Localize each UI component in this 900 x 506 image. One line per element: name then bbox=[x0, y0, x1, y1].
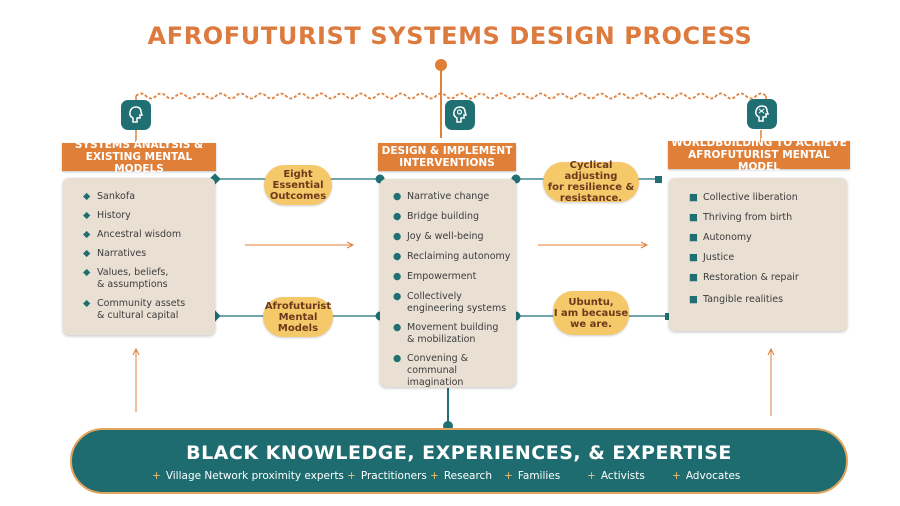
list-item: ●Joy & well-being bbox=[393, 231, 484, 242]
plus-icon: + bbox=[504, 470, 513, 482]
list-item: ◆Sankofa bbox=[83, 191, 136, 202]
item-text: Convening & communal imagination bbox=[407, 353, 469, 388]
list-item: ◆Values, beliefs, & assumptions bbox=[83, 267, 169, 290]
pill-eight-outcomes: Eight Essential Outcomes bbox=[264, 165, 332, 205]
top-wavy-connector bbox=[135, 92, 767, 100]
item-text: Narratives bbox=[97, 248, 147, 259]
list-item: ◆Ancestral wisdom bbox=[83, 229, 182, 240]
list-item: ●Reclaiming autonomy bbox=[393, 251, 511, 262]
list-item: ◆Community assets & cultural capital bbox=[83, 298, 186, 321]
item-text: Tangible realities bbox=[703, 294, 784, 305]
pill-afrofuturist-models: Afrofuturist Mental Models bbox=[263, 297, 333, 337]
header-line: WORLDBUILDING TO ACHIEVE bbox=[671, 137, 847, 149]
banner-item-text: Village Network proximity experts bbox=[165, 470, 344, 482]
header-systems-analysis: SYSTEMS ANALYSIS & EXISTING MENTAL MODEL… bbox=[62, 139, 216, 175]
plus-icon: + bbox=[587, 470, 596, 482]
plus-icon: + bbox=[672, 470, 681, 482]
banner-item-text: Families bbox=[517, 470, 561, 482]
list-item: ◆History bbox=[83, 210, 131, 221]
banner-item: + Advocates bbox=[672, 470, 740, 482]
banner-item: + Practitioners bbox=[347, 470, 427, 482]
panel-systems-analysis: ◆Sankofa ◆History ◆Ancestral wisdom ◆Nar… bbox=[63, 178, 215, 335]
list-item: ●Movement building & mobilization bbox=[393, 322, 499, 345]
list-item: ■Autonomy bbox=[689, 232, 752, 243]
banner-item-text: Research bbox=[443, 470, 492, 482]
item-text: Bridge building bbox=[407, 211, 480, 222]
item-text: Community assets & cultural capital bbox=[97, 298, 186, 321]
banner-item: + Village Network proximity experts bbox=[152, 470, 344, 482]
item-text: Empowerment bbox=[407, 271, 477, 282]
item-text: Sankofa bbox=[97, 191, 136, 202]
banner-item: + Families bbox=[504, 470, 560, 482]
item-text: Values, beliefs, & assumptions bbox=[97, 267, 169, 290]
item-text: Restoration & repair bbox=[703, 272, 799, 283]
list-item: ■Collective liberation bbox=[689, 192, 798, 203]
item-text: History bbox=[97, 210, 131, 221]
pill-cyclical-adjusting: Cyclical adjusting for resilience & resi… bbox=[543, 160, 639, 204]
item-text: Reclaiming autonomy bbox=[407, 251, 511, 262]
header-line: INTERVENTIONS bbox=[399, 157, 495, 169]
item-text: Autonomy bbox=[703, 232, 752, 243]
plus-icon: + bbox=[347, 470, 356, 482]
banner-item: + Research bbox=[430, 470, 492, 482]
banner-item-text: Activists bbox=[600, 470, 645, 482]
head-gear-icon bbox=[445, 100, 475, 130]
header-worldbuilding: WORLDBUILDING TO ACHIEVE AFROFUTURIST ME… bbox=[668, 137, 850, 173]
item-text: Thriving from birth bbox=[703, 212, 793, 223]
panel-design-implement: ●Narrative change ●Bridge building ●Joy … bbox=[380, 179, 516, 388]
list-item: ●Empowerment bbox=[393, 271, 477, 282]
list-item: ■Justice bbox=[689, 252, 735, 263]
item-text: Collective liberation bbox=[703, 192, 798, 203]
list-item: ◆Narratives bbox=[83, 248, 147, 259]
page-title: AFROFUTURIST SYSTEMS DESIGN PROCESS bbox=[147, 22, 753, 50]
item-text: Joy & well-being bbox=[407, 231, 484, 242]
banner-item: + Activists bbox=[587, 470, 645, 482]
list-item: ●Convening & communal imagination bbox=[393, 353, 469, 388]
item-text: Movement building & mobilization bbox=[407, 322, 499, 345]
header-line: SYSTEMS ANALYSIS & bbox=[74, 139, 204, 151]
header-line: DESIGN & IMPLEMENT bbox=[381, 145, 513, 157]
list-item: ■Tangible realities bbox=[689, 294, 784, 305]
list-item: ●Bridge building bbox=[393, 211, 480, 222]
item-text: Ancestral wisdom bbox=[97, 229, 182, 240]
header-design-implement: DESIGN & IMPLEMENT INTERVENTIONS bbox=[378, 143, 516, 171]
banner-item-text: Advocates bbox=[685, 470, 741, 482]
plus-icon: + bbox=[152, 470, 161, 482]
banner-item-text: Practitioners bbox=[360, 470, 427, 482]
pill-ubuntu: Ubuntu, I am because we are. bbox=[553, 291, 629, 335]
bottom-banner: BLACK KNOWLEDGE, EXPERIENCES, & EXPERTIS… bbox=[70, 428, 848, 494]
head-profile-icon bbox=[121, 100, 151, 130]
item-text: Collectively engineering systems bbox=[407, 291, 507, 314]
panel-worldbuilding: ■Collective liberation ■Thriving from bi… bbox=[669, 178, 847, 331]
banner-title: BLACK KNOWLEDGE, EXPERIENCES, & EXPERTIS… bbox=[186, 442, 732, 464]
plus-icon: + bbox=[430, 470, 439, 482]
item-text: Narrative change bbox=[407, 191, 490, 202]
head-network-icon bbox=[747, 99, 777, 129]
item-text: Justice bbox=[703, 252, 735, 263]
header-line: EXISTING MENTAL MODELS bbox=[85, 151, 193, 175]
list-item: ●Collectively engineering systems bbox=[393, 291, 507, 314]
list-item: ●Narrative change bbox=[393, 191, 490, 202]
header-line: AFROFUTURIST MENTAL MODEL bbox=[688, 149, 830, 173]
list-item: ■Restoration & repair bbox=[689, 272, 799, 283]
list-item: ■Thriving from birth bbox=[689, 212, 793, 223]
